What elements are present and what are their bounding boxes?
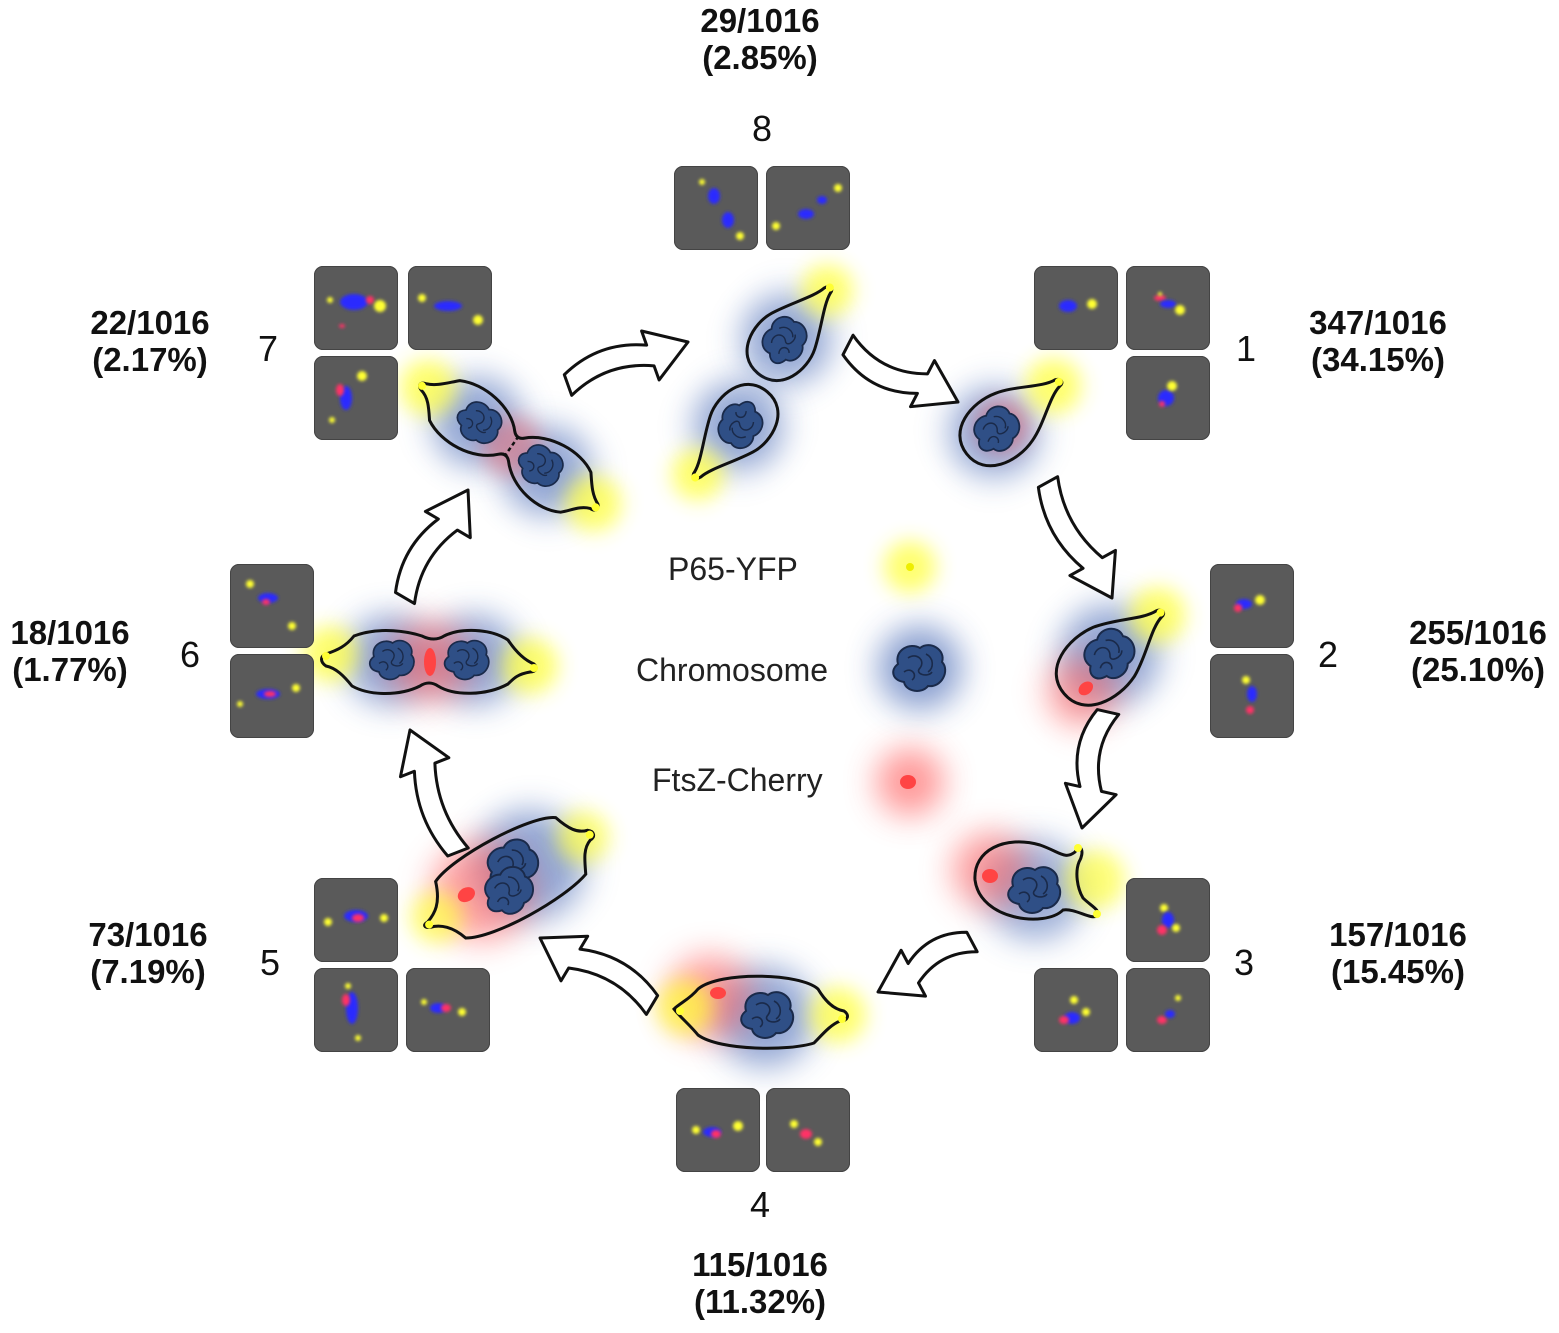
cell-stage-1 <box>949 358 1082 478</box>
micrograph-8a <box>674 166 758 250</box>
legend-yfp-label: P65-YFP <box>668 551 798 587</box>
stage-count-3: 157/1016 <box>1329 916 1467 953</box>
stage-percent-5: (7.19%) <box>90 953 206 990</box>
legend-chromosome-glyph <box>878 626 962 710</box>
micrograph-1a <box>1034 266 1118 350</box>
legend-yfp-glyph <box>884 541 936 593</box>
micrograph-6a <box>230 564 314 648</box>
micrograph-1c <box>1126 356 1210 440</box>
stage-number-1: 1 <box>1236 328 1257 369</box>
micrograph-6b <box>230 654 314 738</box>
cycle-cells <box>302 264 1186 1067</box>
cell-stage-8-top <box>741 264 854 384</box>
stage-number-5: 5 <box>260 942 281 983</box>
stage-number-2: 2 <box>1318 634 1339 675</box>
stage-stat-8: 29/1016 (2.85%) <box>670 2 850 76</box>
stage-number-3: 3 <box>1234 942 1255 983</box>
cycle-arrow-2 <box>1036 475 1117 600</box>
cell-stage-2 <box>1046 587 1186 727</box>
stage-count-5: 73/1016 <box>88 916 208 953</box>
cycle-arrow-1 <box>841 333 960 409</box>
micrograph-7b <box>408 266 492 350</box>
stage-number-7: 7 <box>258 328 279 369</box>
stage-percent-2: (25.10%) <box>1411 651 1545 688</box>
cell-stage-5 <box>410 810 610 944</box>
stage-stat-7: 22/1016 (2.17%) <box>60 304 240 378</box>
stage-count-4: 115/1016 <box>692 1246 828 1283</box>
micrograph-7a <box>314 266 398 350</box>
stage-count-6: 18/1016 <box>10 614 130 651</box>
micrograph-3a <box>1126 878 1210 962</box>
cell-stage-6 <box>302 615 558 705</box>
micrograph-2a <box>1210 564 1294 648</box>
micrograph-5b <box>314 968 398 1052</box>
micrograph-5c <box>406 968 490 1052</box>
cycle-arrow-3 <box>1063 708 1121 830</box>
micrograph-3b <box>1034 968 1118 1052</box>
legend-ftsz-glyph <box>876 748 944 816</box>
micrograph-1b <box>1126 266 1210 350</box>
micrograph-8b <box>766 166 850 250</box>
stage-count-8: 29/1016 <box>700 2 820 39</box>
cell-stage-7 <box>400 359 622 532</box>
stage-stat-1: 347/1016 (34.15%) <box>1288 304 1468 378</box>
stage-percent-3: (15.45%) <box>1331 953 1465 990</box>
stage-number-4: 4 <box>750 1184 771 1225</box>
stage-number-8: 8 <box>752 108 773 149</box>
stage-count-7: 22/1016 <box>90 304 210 341</box>
stage-number-6: 6 <box>180 634 201 675</box>
stage-percent-8: (2.85%) <box>702 39 818 76</box>
micrograph-5a <box>314 878 398 962</box>
cycle-arrows <box>393 329 1121 1016</box>
cycle-arrow-6 <box>398 728 470 858</box>
stage-percent-7: (2.17%) <box>92 341 208 378</box>
stage-stat-6: 18/1016 (1.77%) <box>0 614 160 688</box>
legend-chromosome-label: Chromosome <box>636 652 829 688</box>
stage-stat-3: 157/1016 (15.45%) <box>1308 916 1488 990</box>
cycle-arrow-7 <box>393 488 472 606</box>
stage-count-1: 347/1016 <box>1309 304 1447 341</box>
stage-percent-1: (34.15%) <box>1311 341 1445 378</box>
stage-percent-6: (1.77%) <box>12 651 128 688</box>
micrograph-4b <box>766 1088 850 1172</box>
cycle-arrow-8 <box>562 329 690 397</box>
micrograph-3c <box>1126 968 1210 1052</box>
stage-stat-4: 115/1016 (11.32%) <box>670 1246 850 1320</box>
cell-stage-4 <box>657 955 866 1067</box>
cycle-arrow-4 <box>876 930 979 998</box>
micrograph-2b <box>1210 654 1294 738</box>
legend-ftsz-label: FtsZ-Cherry <box>652 762 823 798</box>
stage-percent-4: (11.32%) <box>693 1283 827 1320</box>
cycle-arrow-5 <box>538 934 660 1016</box>
cell-stage-8-bottom <box>671 381 784 501</box>
micrograph-7c <box>314 356 398 440</box>
stage-stat-5: 73/1016 (7.19%) <box>58 916 238 990</box>
stage-count-2: 255/1016 <box>1409 614 1547 651</box>
micrograph-4a <box>676 1088 760 1172</box>
cell-stage-3 <box>952 832 1125 940</box>
stage-stat-2: 255/1016 (25.10%) <box>1388 614 1559 688</box>
